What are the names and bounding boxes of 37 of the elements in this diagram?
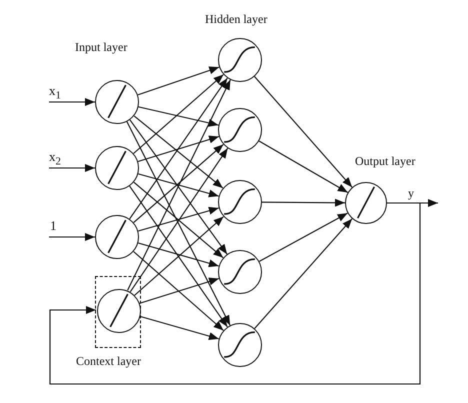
- arrow: [129, 186, 228, 328]
- feedback-arrow: [49, 202, 421, 385]
- arrow: [138, 106, 219, 127]
- arrow: [49, 233, 95, 241]
- arrow: [130, 148, 228, 292]
- arrow: [133, 74, 224, 154]
- group-title: Context layer: [76, 354, 141, 369]
- layer-label: Input layer: [75, 40, 128, 55]
- edge-label: y: [408, 186, 414, 201]
- input-label: x$_{1}$: [49, 84, 63, 103]
- layer-label: Output layer: [355, 154, 416, 169]
- arrow: [134, 115, 224, 189]
- arrow: [254, 76, 353, 188]
- arrow: [254, 218, 353, 329]
- arrow: [129, 119, 228, 255]
- arrow: [127, 80, 231, 290]
- arrow: [138, 173, 219, 198]
- input-label: 1: [50, 219, 60, 233]
- arrow: [138, 242, 219, 268]
- arrow: [49, 164, 95, 172]
- arrow: [133, 144, 224, 224]
- arrow: [133, 251, 224, 331]
- arrow: [133, 182, 224, 258]
- input-label: x$_{2}$: [49, 150, 63, 169]
- arrow: [262, 198, 345, 207]
- arrow: [126, 121, 231, 326]
- arrow: [134, 216, 224, 296]
- arrow: [138, 206, 219, 232]
- arrow: [258, 140, 348, 193]
- arrow: [138, 278, 220, 304]
- arrow: [138, 66, 220, 96]
- arrow: [138, 316, 220, 340]
- arrow: [129, 78, 228, 220]
- arrow: [259, 212, 348, 262]
- arrow: [138, 136, 220, 162]
- layer-label: Hidden layer: [205, 12, 268, 27]
- arrow: [49, 98, 95, 106]
